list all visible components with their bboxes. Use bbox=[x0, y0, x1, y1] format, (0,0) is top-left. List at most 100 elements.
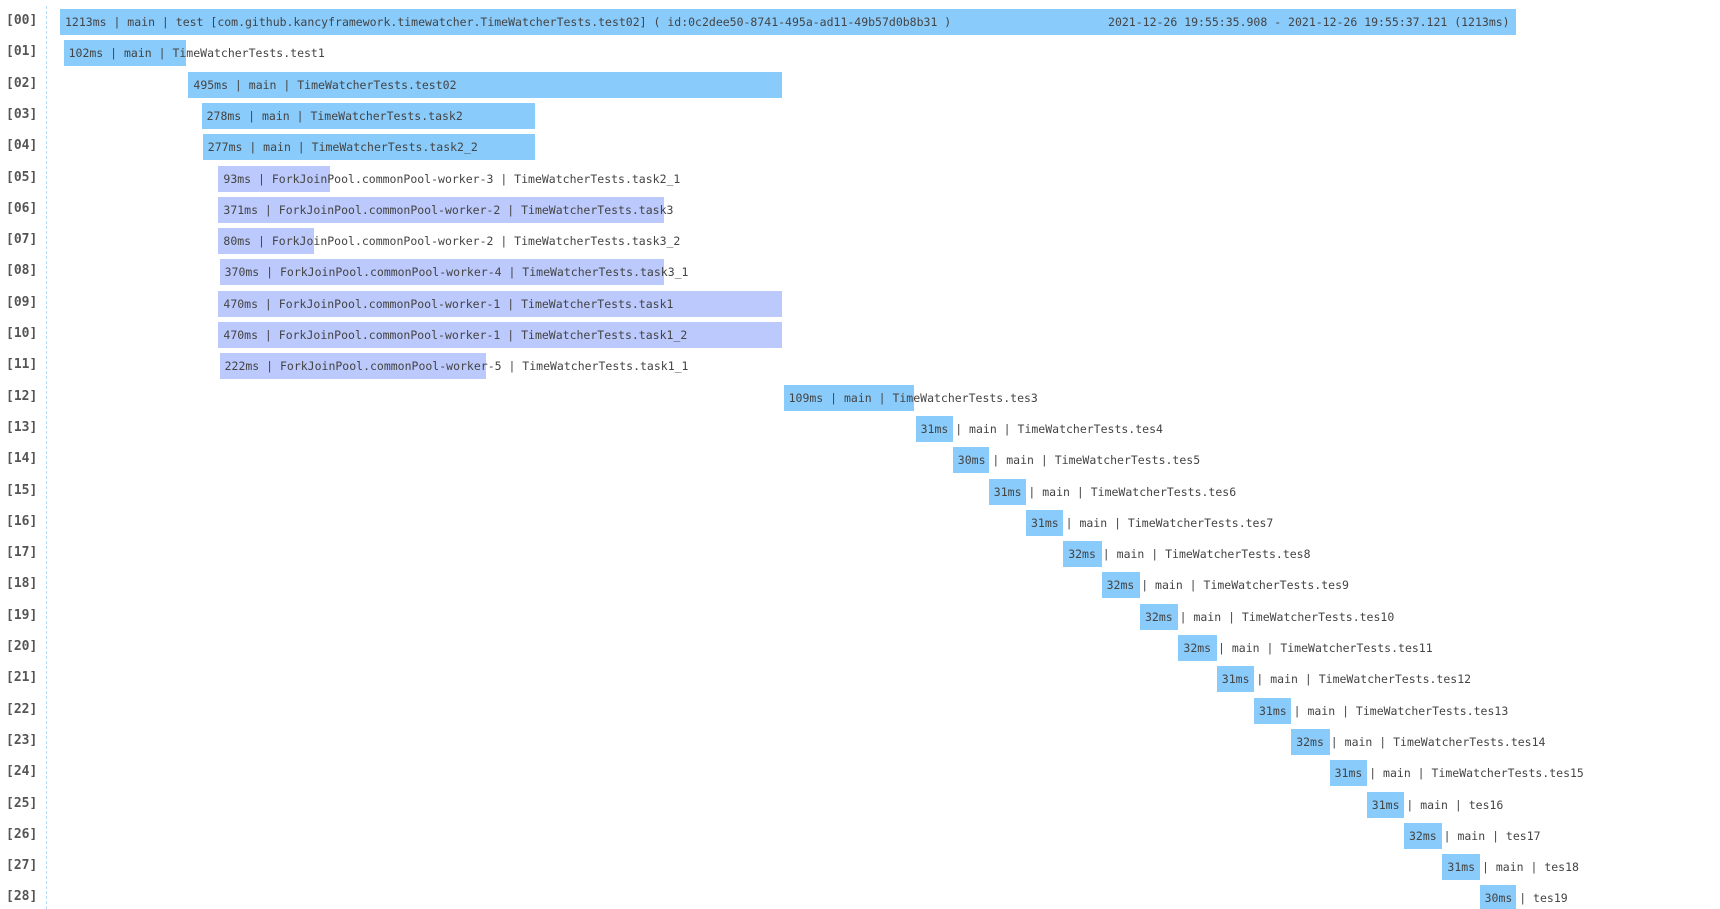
timeline-guide-line bbox=[46, 6, 47, 909]
task-label: 109ms | main | TimeWatcherTests.tes3 bbox=[788, 390, 1038, 405]
time-range-label: 2021-12-26 19:55:35.908 - 2021-12-26 19:… bbox=[1108, 15, 1510, 29]
timeline-row: [10] 470ms | ForkJoinPool.commonPool-work… bbox=[0, 322, 1720, 348]
timeline-row: [12] 109ms | main | TimeWatcherTests.tes3 bbox=[0, 384, 1720, 411]
duration-bar[interactable] bbox=[188, 71, 783, 98]
row-index-label: [27] bbox=[6, 858, 38, 874]
duration-bar[interactable] bbox=[201, 102, 536, 129]
task-label: 470ms | ForkJoinPool.commonPool-worker-1… bbox=[223, 328, 688, 342]
timeline-row: [19] 32ms | main | TimeWatcherTests.tes10 bbox=[0, 603, 1720, 630]
row-index-label: [03] bbox=[6, 106, 38, 122]
row-index-label: [25] bbox=[6, 795, 38, 811]
timeline-row: [06] 371ms | ForkJoinPool.commonPool-work… bbox=[0, 196, 1720, 223]
duration-bar[interactable] bbox=[1063, 541, 1102, 568]
timeline-row: [08] 370ms | ForkJoinPool.commonPool-work… bbox=[0, 259, 1720, 286]
task-label: 32ms | main | TimeWatcherTests.tes14 bbox=[1296, 734, 1546, 749]
task-label: 277ms | main | TimeWatcherTests.task2_2 bbox=[207, 140, 478, 155]
row-index-label: [04] bbox=[6, 138, 38, 154]
row-index-label: [26] bbox=[6, 826, 38, 842]
task-label: 495ms | main | TimeWatcherTests.test02 bbox=[193, 77, 457, 92]
timeline-row: [27]31ms | main | tes18 bbox=[0, 854, 1720, 881]
task-label: 370ms | ForkJoinPool.commonPool-worker-4… bbox=[224, 265, 689, 280]
timeline-row: [22] 31ms | main | TimeWatcherTests.tes13 bbox=[0, 697, 1720, 724]
duration-bar[interactable] bbox=[915, 415, 953, 442]
row-index-label: [11] bbox=[6, 357, 38, 373]
duration-bar[interactable] bbox=[1404, 822, 1443, 849]
task-label: 30ms | tes19 bbox=[1484, 891, 1568, 906]
timeline-row: [16] 31ms | main | TimeWatcherTests.tes7 bbox=[0, 509, 1720, 536]
duration-bar[interactable] bbox=[218, 290, 783, 317]
task-label: 80ms | ForkJoinPool.commonPool-worker-2 … bbox=[223, 234, 681, 249]
timeline-row: [24]31ms | main | TimeWatcherTests.tes15 bbox=[0, 760, 1720, 787]
duration-bar[interactable] bbox=[219, 259, 664, 286]
row-index-label: [09] bbox=[6, 294, 38, 310]
duration-bar[interactable] bbox=[952, 447, 989, 474]
timeline-row: [07] 80ms | ForkJoinPool.commonPool-worke… bbox=[0, 228, 1720, 255]
task-label: 31ms | main | TimeWatcherTests.tes13 bbox=[1259, 703, 1509, 718]
timeline-row: [03] 278ms | main | TimeWatcherTests.task… bbox=[0, 102, 1720, 129]
timeline-row: [11] 222ms | ForkJoinPool.commonPool-work… bbox=[0, 353, 1720, 380]
duration-bar[interactable] bbox=[202, 134, 536, 161]
duration-bar[interactable] bbox=[1291, 728, 1330, 755]
duration-bar[interactable] bbox=[1366, 791, 1404, 818]
row-index-label: [12] bbox=[6, 388, 38, 404]
task-label: 102ms | main | TimeWatcherTests.test1 bbox=[68, 46, 325, 61]
row-index-label: [21] bbox=[6, 670, 38, 686]
timeline-row: [26]32ms | main | tes17 bbox=[0, 822, 1720, 849]
task-label: 31ms | main | TimeWatcherTests.tes6 bbox=[993, 484, 1237, 499]
timeline-row: [04] 277ms | main | TimeWatcherTests.task… bbox=[0, 134, 1720, 161]
task-label: 32ms | main | TimeWatcherTests.tes10 bbox=[1145, 609, 1395, 624]
task-label: 31ms | main | tes16 bbox=[1371, 797, 1504, 812]
timeline-row: [15] 31ms | main | TimeWatcherTests.tes6 bbox=[0, 478, 1720, 505]
duration-bar[interactable] bbox=[1479, 885, 1516, 909]
timeline-row: [01] 102ms | main | TimeWatcherTests.test… bbox=[0, 40, 1720, 67]
row-index-label: [08] bbox=[6, 263, 38, 279]
row-index-label: [23] bbox=[6, 732, 38, 748]
timeline-row: [17]32ms | main | TimeWatcherTests.tes8 bbox=[0, 541, 1720, 568]
duration-bar[interactable] bbox=[218, 165, 330, 192]
timeline-row: [28] 30ms | tes19 bbox=[0, 885, 1720, 909]
task-label: 93ms | ForkJoinPool.commonPool-worker-3 … bbox=[223, 171, 681, 186]
row-index-label: [22] bbox=[6, 701, 38, 717]
task-label: 30ms | main | TimeWatcherTests.tes5 bbox=[957, 453, 1201, 468]
timeline-row: [21] 31ms | main | TimeWatcherTests.tes12 bbox=[0, 666, 1720, 693]
task-label: 371ms | ForkJoinPool.commonPool-worker-2… bbox=[223, 202, 674, 217]
duration-bar[interactable] bbox=[60, 9, 1516, 35]
duration-bar[interactable] bbox=[988, 478, 1026, 505]
row-index-label: [13] bbox=[6, 419, 38, 435]
duration-bar[interactable] bbox=[218, 322, 783, 348]
task-label: 31ms | main | TimeWatcherTests.tes7 bbox=[1031, 515, 1274, 530]
row-index-label: [06] bbox=[6, 200, 38, 216]
timeline-row: [14]30ms | main | TimeWatcherTests.tes5 bbox=[0, 447, 1720, 474]
duration-bar[interactable] bbox=[1101, 572, 1140, 599]
duration-bar[interactable] bbox=[218, 228, 315, 255]
duration-bar[interactable] bbox=[63, 40, 186, 67]
timeline-row: [18]32ms | main | TimeWatcherTests.tes9 bbox=[0, 572, 1720, 599]
duration-bar[interactable] bbox=[1216, 666, 1254, 693]
row-index-label: [05] bbox=[6, 169, 38, 185]
duration-bar[interactable] bbox=[1329, 760, 1367, 787]
row-index-label: [16] bbox=[6, 513, 38, 529]
row-index-label: [07] bbox=[6, 232, 38, 248]
task-label: 31ms | main | TimeWatcherTests.tes12 bbox=[1221, 672, 1472, 687]
duration-bar[interactable] bbox=[1442, 854, 1480, 881]
duration-bar[interactable] bbox=[1178, 635, 1217, 661]
duration-bar[interactable] bbox=[218, 196, 664, 223]
timeline-row: [20]32ms | main | TimeWatcherTests.tes11 bbox=[0, 635, 1720, 661]
duration-bar[interactable] bbox=[783, 384, 915, 411]
row-index-label: [28] bbox=[6, 889, 38, 905]
task-label: 278ms | main | TimeWatcherTests.task2 bbox=[206, 108, 463, 123]
duration-bar[interactable] bbox=[1254, 697, 1292, 724]
task-label: 222ms | ForkJoinPool.commonPool-worker-5… bbox=[224, 359, 689, 374]
row-index-label: [01] bbox=[6, 44, 38, 60]
task-label: 31ms | main | TimeWatcherTests.tes4 bbox=[920, 421, 1163, 436]
timeline-row: [25] 31ms | main | tes16 bbox=[0, 791, 1720, 818]
row-index-label: [02] bbox=[6, 75, 38, 91]
row-index-label: [10] bbox=[6, 326, 38, 341]
row-index-label: [15] bbox=[6, 482, 38, 498]
timeline-row: [13] 31ms | main | TimeWatcherTests.tes4 bbox=[0, 415, 1720, 442]
duration-bar[interactable] bbox=[1026, 509, 1064, 536]
row-index-label: [19] bbox=[6, 607, 38, 623]
duration-bar[interactable] bbox=[219, 353, 486, 380]
duration-bar[interactable] bbox=[1140, 603, 1179, 630]
row-index-label: [00] bbox=[6, 13, 38, 28]
